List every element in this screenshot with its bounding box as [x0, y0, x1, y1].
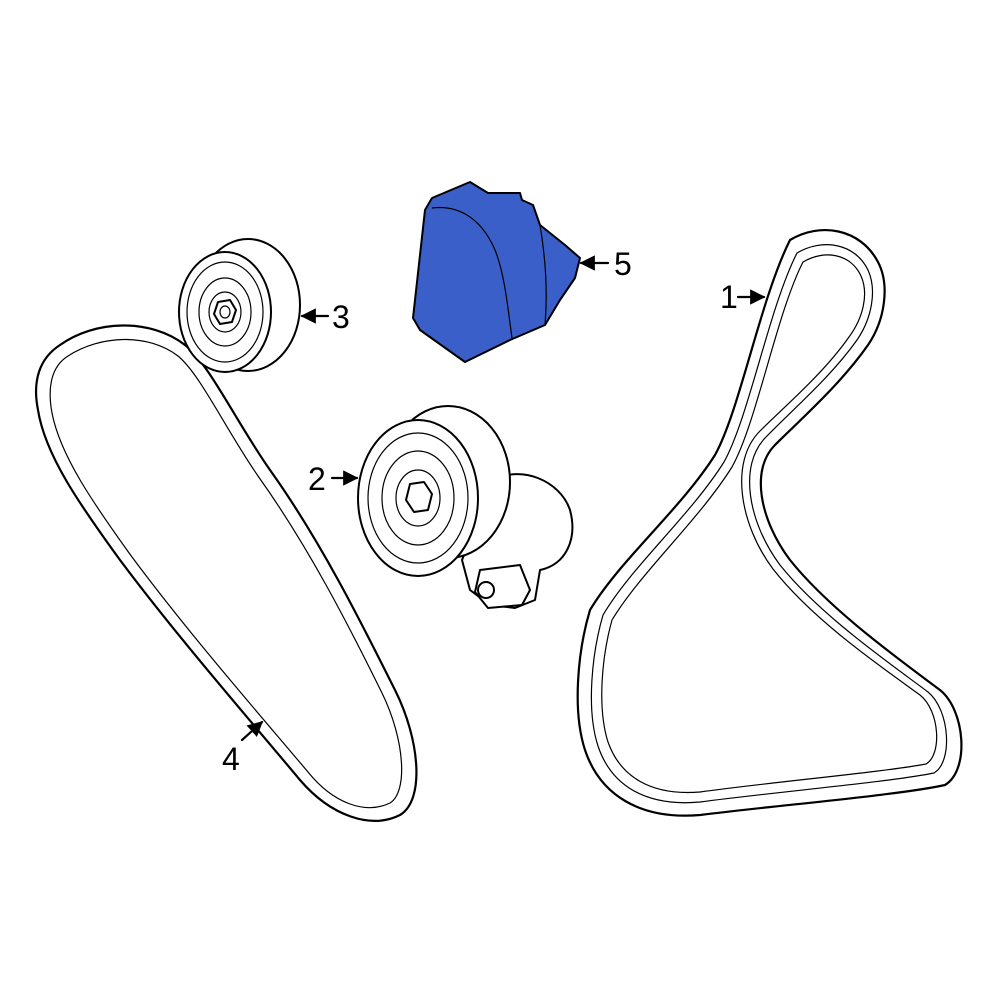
- cover-part-5[interactable]: [412, 181, 581, 363]
- callout-label-5: 5: [614, 246, 632, 282]
- idler-pulley-part-3[interactable]: [178, 238, 301, 373]
- callout-label-4: 4: [222, 741, 240, 777]
- callout-label-1: 1: [720, 279, 738, 315]
- belt-part-4[interactable]: [34, 324, 418, 822]
- cover-edge-detail-2: [539, 224, 547, 326]
- callout-arrow-4: [240, 720, 264, 742]
- callout-label-3: 3: [332, 299, 350, 335]
- callout-label-2: 2: [308, 461, 326, 497]
- tensioner-part-2[interactable]: [357, 405, 574, 609]
- cover-edge-detail: [431, 206, 513, 339]
- belt-part-1[interactable]: [576, 228, 963, 817]
